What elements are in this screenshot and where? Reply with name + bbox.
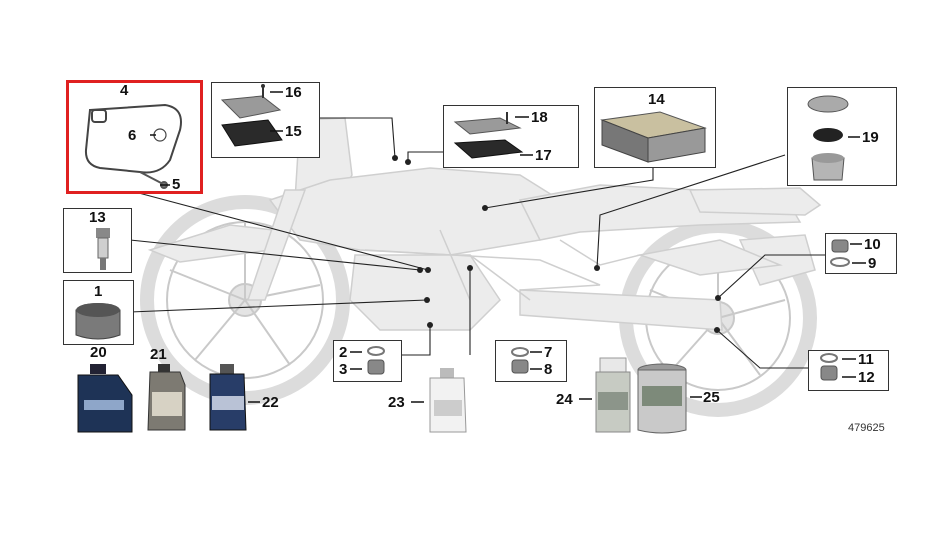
spray-can-part-24	[595, 357, 631, 433]
part-box-2-3[interactable]	[333, 340, 402, 382]
callout-3: 3	[339, 361, 348, 378]
callout-10: 10	[864, 236, 881, 253]
callout-18: 18	[531, 109, 548, 126]
callout-6: 6	[128, 127, 137, 144]
callout-9: 9	[868, 255, 877, 272]
part-box-9-10[interactable]	[825, 233, 897, 274]
part-box-7-8[interactable]	[495, 340, 567, 382]
tin-can-part-25	[637, 363, 687, 434]
oil-bottle-part-20	[77, 364, 133, 433]
callout-11: 11	[858, 351, 874, 368]
fluid-bottle-part-22	[209, 364, 247, 431]
spark-plug-part-13	[96, 228, 110, 270]
callout-20: 20	[90, 344, 107, 361]
callout-17: 17	[535, 147, 552, 164]
callout-19: 19	[862, 129, 879, 146]
callout-5: 5	[172, 176, 181, 193]
drain-plug-part-2-3	[367, 346, 385, 375]
callout-23: 23	[388, 394, 405, 411]
callout-14: 14	[648, 91, 665, 108]
callout-4: 4	[120, 82, 129, 99]
plug-part-9-10	[830, 239, 850, 267]
callout-25: 25	[703, 389, 720, 406]
callout-13: 13	[89, 209, 106, 226]
cover-part-15-16	[220, 84, 283, 147]
diagram-reference-number: 479625	[848, 422, 885, 434]
callout-22: 22	[262, 394, 279, 411]
callout-7: 7	[544, 344, 553, 361]
callout-2: 2	[339, 344, 348, 361]
highlight-frame-4	[66, 80, 203, 194]
drain-plug-part-11-12	[820, 353, 838, 381]
part-box-17-18[interactable]	[443, 105, 579, 168]
drain-plug-part-7-8	[511, 347, 529, 374]
coolant-bottle-part-23	[429, 368, 467, 433]
callout-16: 16	[285, 84, 302, 101]
oil-filter-part-1	[75, 303, 121, 340]
callout-24: 24	[556, 391, 573, 408]
callout-21: 21	[150, 346, 167, 363]
reservoir-part-19	[807, 95, 849, 181]
part-box-13[interactable]	[63, 208, 132, 273]
air-filter-part-14	[600, 111, 707, 163]
callout-1: 1	[94, 283, 103, 300]
callout-12: 12	[858, 369, 875, 386]
callout-8: 8	[544, 361, 553, 378]
oil-bottle-part-21	[147, 364, 186, 431]
callout-15: 15	[285, 123, 302, 140]
cover-part-17-18	[453, 112, 524, 159]
